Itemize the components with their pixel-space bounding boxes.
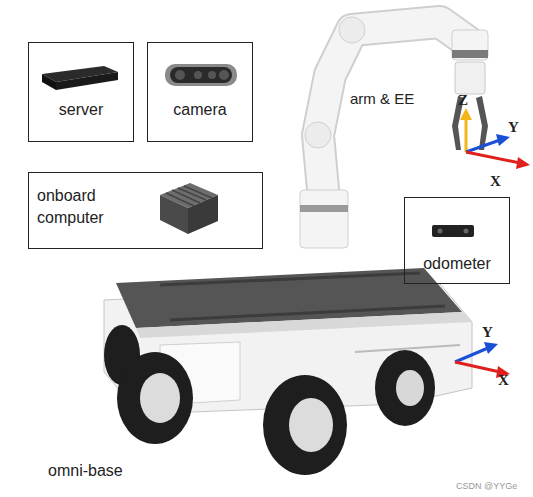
y-axis (455, 348, 488, 362)
x-axis (466, 152, 520, 163)
wheel-hub (396, 370, 424, 406)
base-edge (136, 312, 472, 338)
text-label: Y (482, 324, 493, 341)
box-label: odometer (405, 253, 509, 275)
z-axis (465, 118, 468, 152)
odometer-lens (438, 229, 443, 234)
x-axis (455, 362, 500, 372)
arm-joint (305, 122, 331, 148)
arm-outline (318, 22, 468, 200)
box-label: onboard computer (37, 185, 127, 229)
odometer-image (432, 225, 474, 237)
server-image (42, 74, 56, 90)
text-label: CSDN @YYGe (456, 481, 517, 491)
arm-base-band (300, 205, 348, 212)
box-label: camera (148, 99, 252, 121)
component-box: odometer (404, 197, 510, 284)
text-label: X (490, 173, 501, 190)
camera-image (170, 67, 232, 83)
wheel (375, 350, 435, 426)
wheel (117, 352, 193, 444)
z-axis-head (460, 108, 472, 120)
odometer-lens (464, 229, 469, 234)
text-label: omni-base (48, 462, 123, 480)
gripper-finger (476, 96, 488, 150)
text-label: Y (508, 119, 519, 136)
camera-lens (194, 71, 202, 79)
y-axis-head (484, 342, 498, 354)
component-box: server (28, 42, 134, 142)
wheel-hub (140, 373, 180, 423)
camera-lens (219, 70, 229, 80)
wheel (263, 375, 347, 475)
y-axis-head (496, 134, 510, 146)
camera-lens (175, 70, 185, 80)
camera-lens (208, 71, 216, 79)
box-label: server (29, 99, 133, 121)
y-axis (466, 140, 500, 152)
wrist-band (452, 50, 488, 58)
text-label: Z (458, 92, 468, 109)
wheel-hub (289, 398, 333, 452)
heatsink-fins (166, 186, 212, 206)
x-axis-head (516, 157, 530, 169)
component-box: camera (147, 42, 253, 142)
gripper-body (455, 62, 485, 94)
base-rail (160, 273, 445, 320)
arm-link (318, 22, 468, 200)
text-label: X (498, 372, 509, 389)
computer-image (188, 195, 218, 234)
component-box: onboard computer (28, 172, 263, 249)
arm-joint (339, 17, 365, 43)
camera-image (165, 64, 237, 86)
server-image (56, 72, 118, 90)
arm-base (300, 190, 348, 248)
text-label: arm & EE (350, 90, 414, 107)
wrist (452, 30, 488, 60)
